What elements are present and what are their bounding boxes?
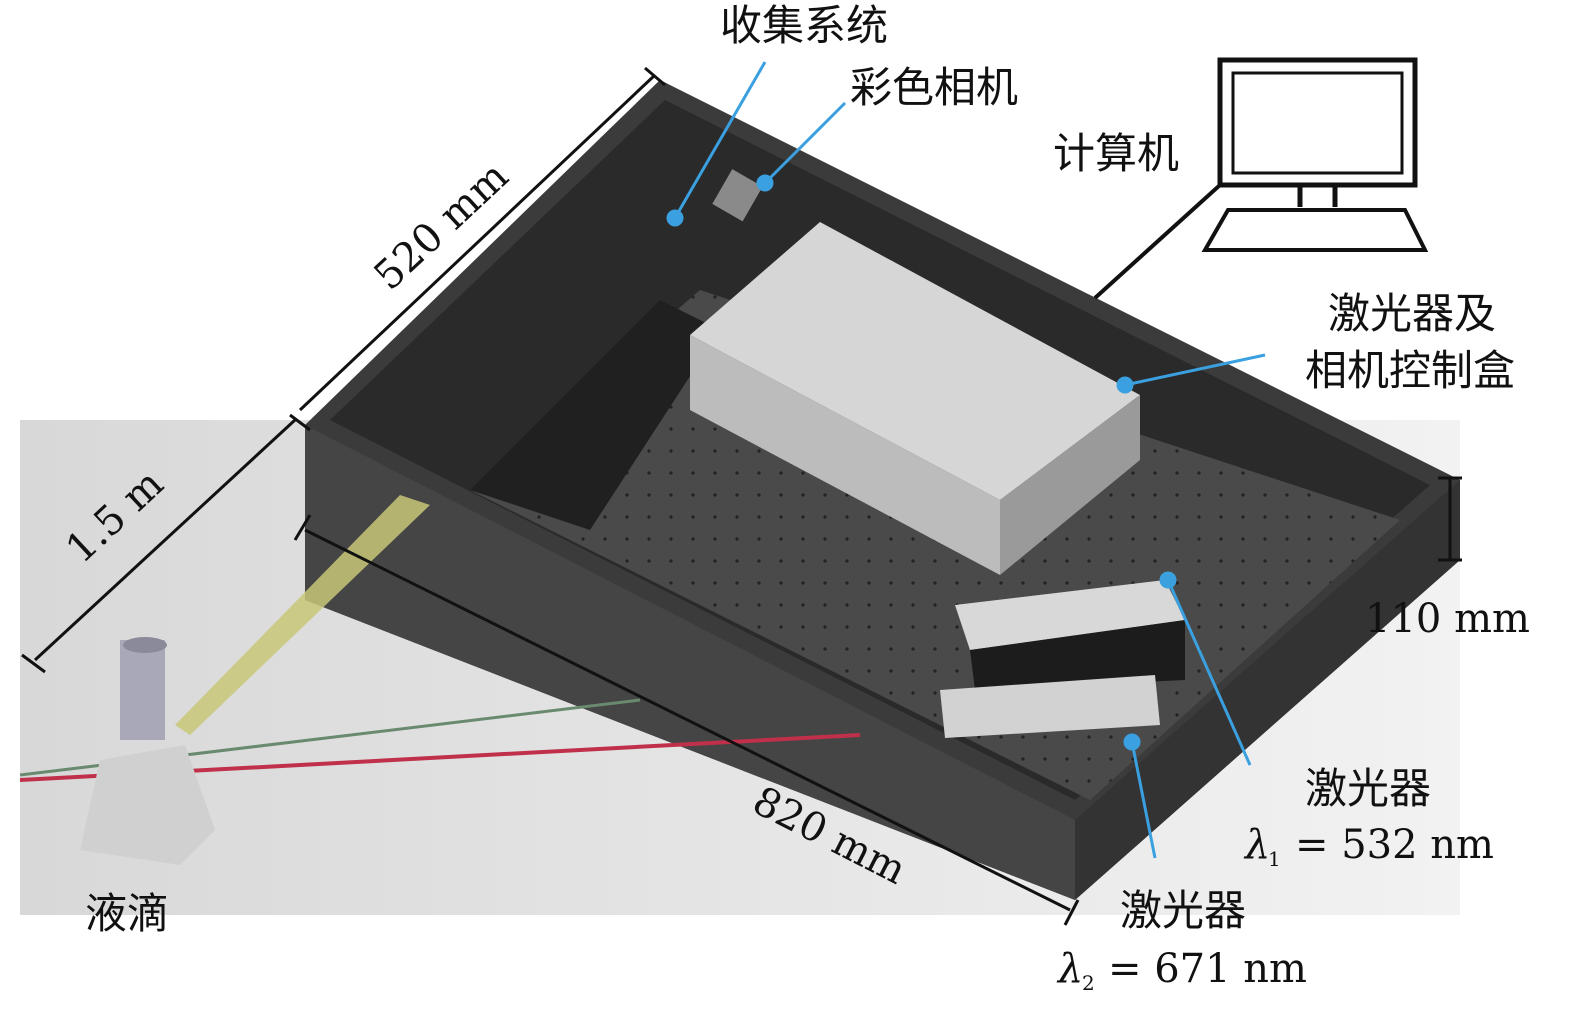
label-computer: 计算机 — [1053, 129, 1179, 178]
droplet-stand — [80, 637, 215, 865]
controller-box — [690, 222, 1140, 575]
label-laser2-lambda: λ — [1056, 946, 1083, 992]
color-camera — [712, 169, 763, 222]
label-laser2-value: = 671 nm — [1108, 946, 1307, 992]
collection-system-body — [470, 300, 720, 530]
label-laser1-lambda: λ — [1243, 822, 1270, 868]
label-laser1-value: = 532 nm — [1295, 822, 1494, 868]
label-controller-line2: 相机控制盒 — [1305, 346, 1515, 395]
label-droplet: 液滴 — [85, 889, 169, 938]
dimension-lines — [21, 66, 1462, 926]
label-collection-system: 收集系统 — [720, 1, 888, 50]
label-laser2-sub: 2 — [1082, 971, 1095, 995]
computer-icon — [1093, 57, 1429, 300]
label-controller-line1: 激光器及 — [1328, 289, 1496, 338]
label-laser1-title: 激光器 — [1305, 764, 1431, 813]
collection-cone — [175, 495, 430, 735]
label-laser1-sub: 1 — [1268, 847, 1281, 871]
laser-532 — [955, 580, 1185, 690]
laser-671 — [940, 675, 1160, 738]
callout-lines — [666, 61, 1266, 859]
label-color-camera: 彩色相机 — [850, 63, 1018, 112]
label-laser2-title: 激光器 — [1120, 886, 1246, 935]
label-height-dim: 110 mm — [1365, 596, 1530, 642]
